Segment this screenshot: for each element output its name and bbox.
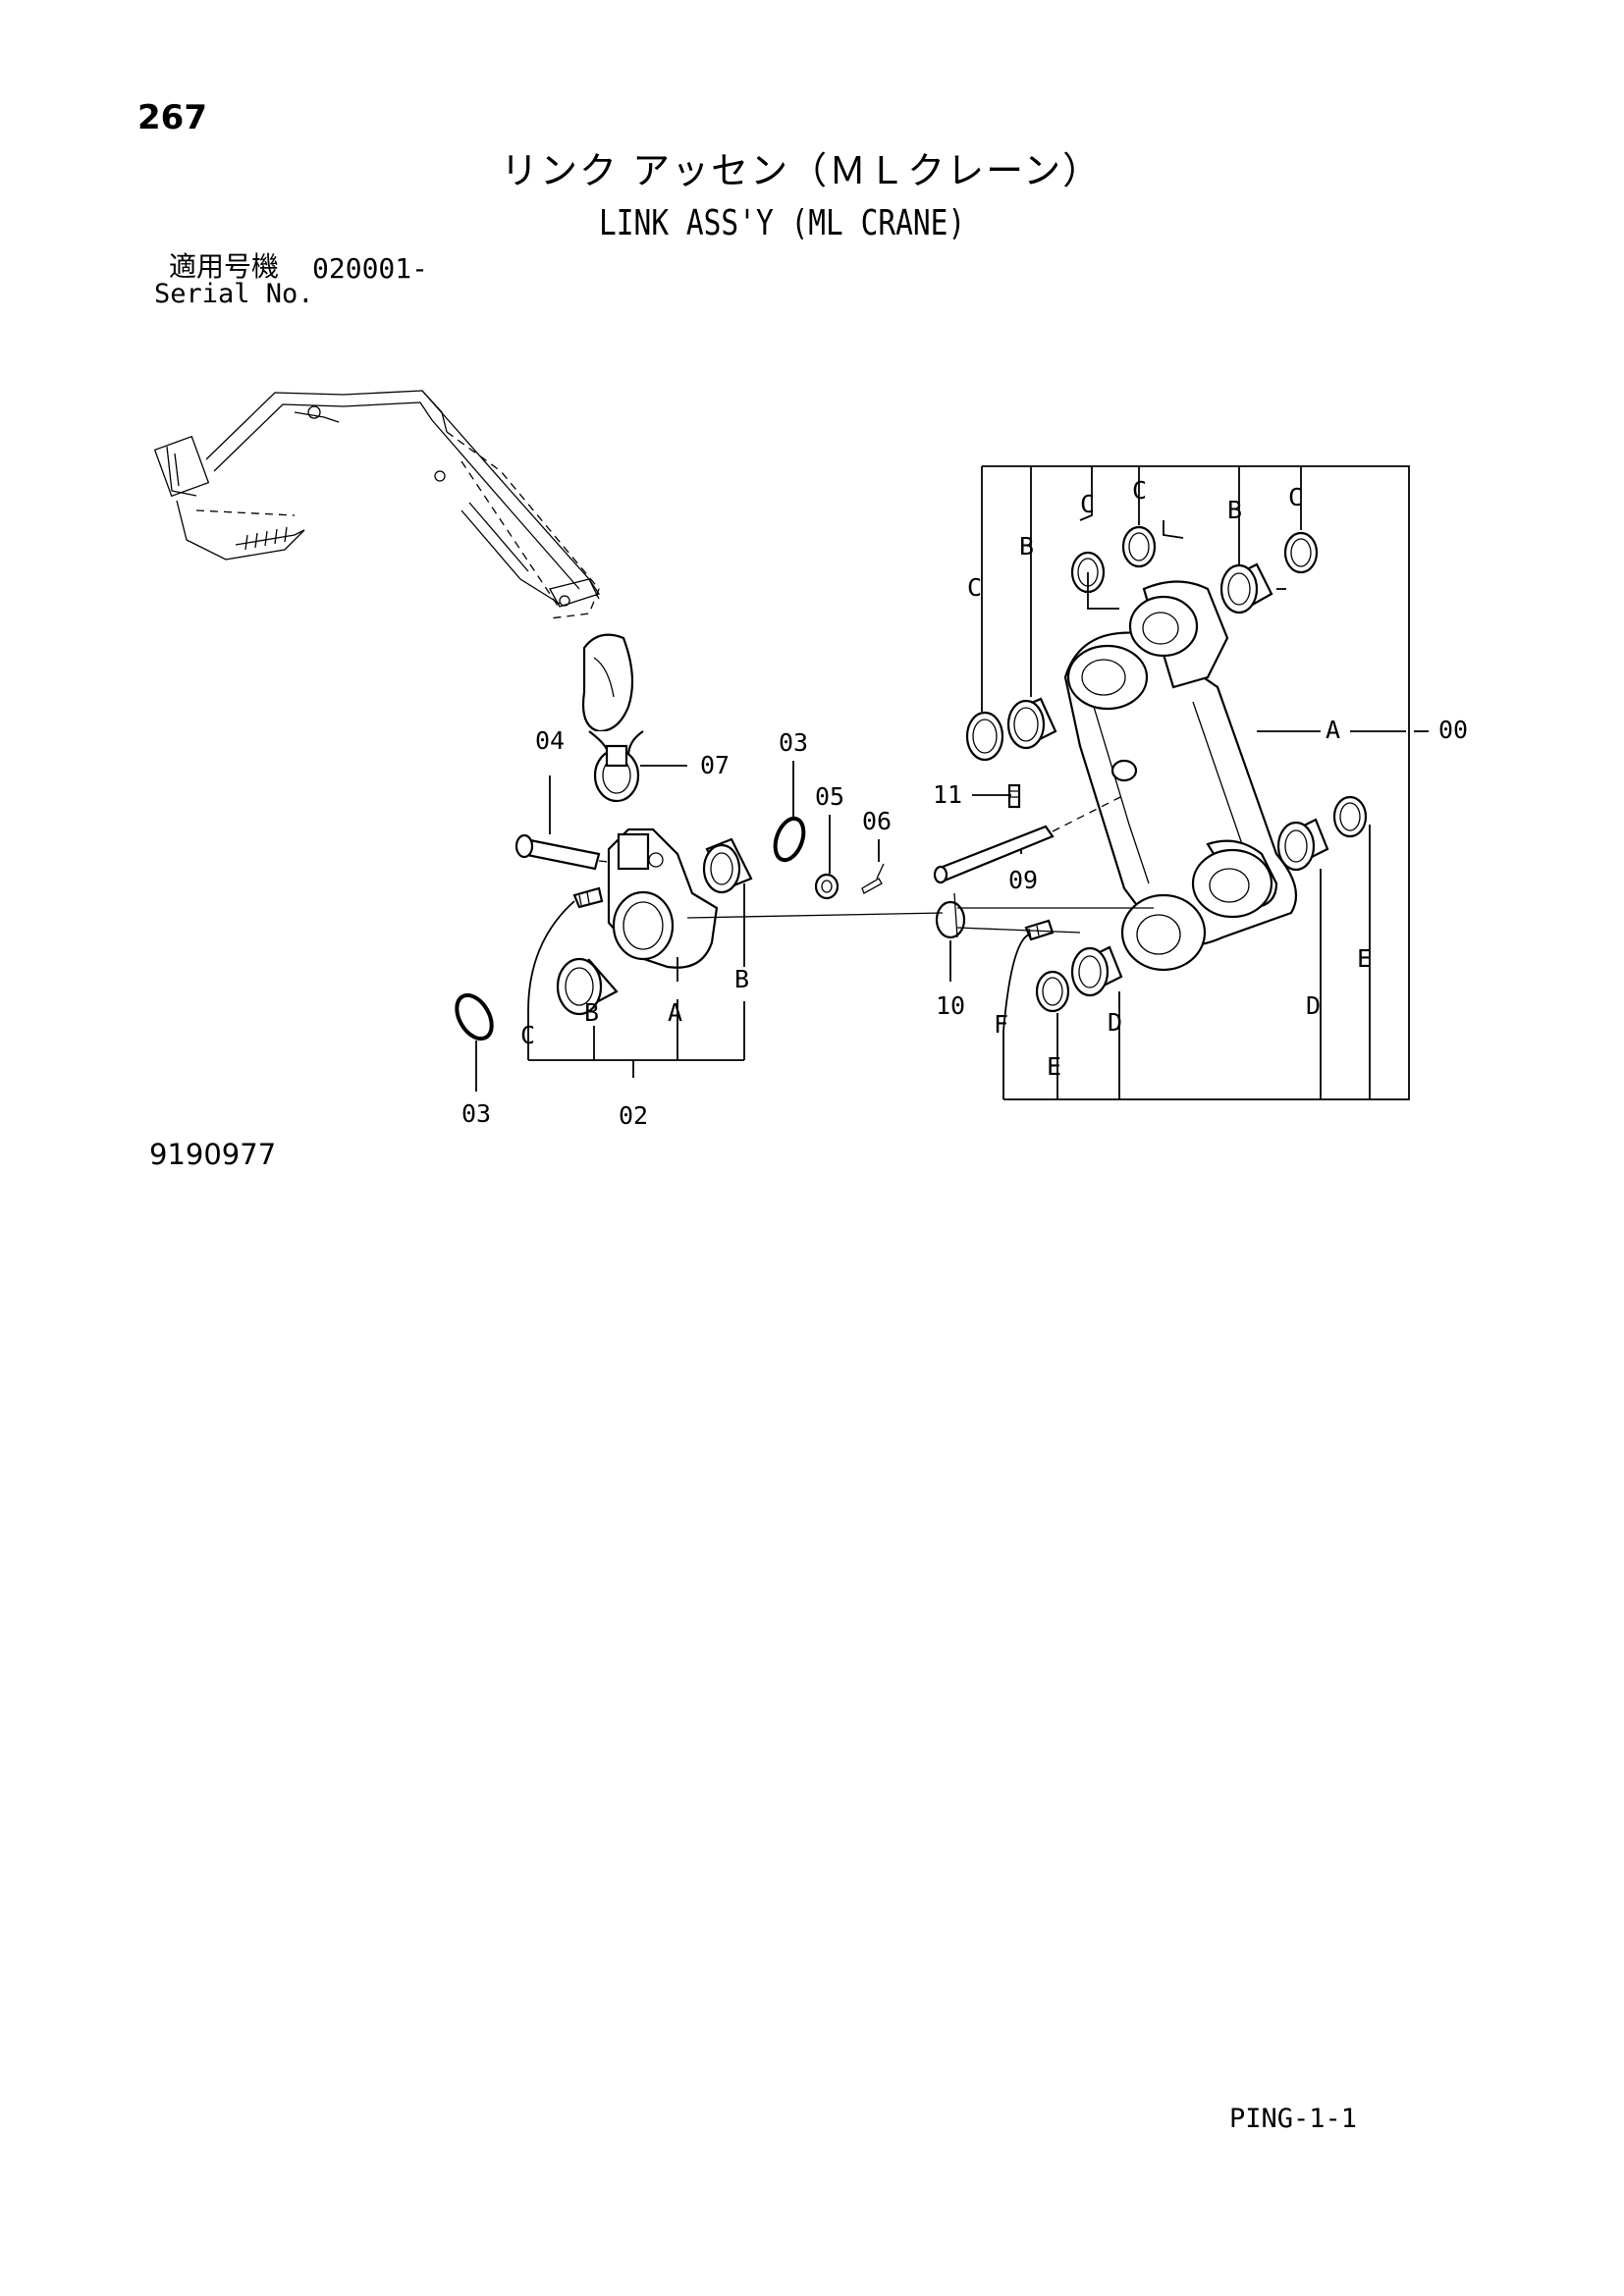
- serial-number-value: 020001-: [312, 252, 429, 285]
- serial-label-english: Serial No.: [154, 279, 314, 309]
- callout-c-small: C: [520, 1021, 535, 1049]
- callout-b-link-2: B: [1227, 496, 1242, 524]
- excavator-overview-sketch: [153, 390, 601, 619]
- pin-09: [933, 794, 1125, 884]
- callout-06: 06: [862, 807, 892, 835]
- hook-07: [581, 633, 644, 803]
- page-title-english: LINK ASS'Y (ML CRANE): [599, 203, 966, 243]
- leader-lines: [475, 465, 1429, 1100]
- lock-ring-10: [935, 892, 966, 939]
- bushing-02-b-lower: [556, 957, 619, 1016]
- bushing-02-b-upper: [702, 837, 753, 894]
- callout-04: 04: [535, 726, 565, 755]
- link-bushings-and-seals: [965, 525, 1368, 1013]
- seal-03-lower: [455, 992, 494, 1041]
- callout-d-link-1: D: [1108, 1008, 1122, 1037]
- callout-03-upper: 03: [779, 728, 808, 757]
- callout-02: 02: [619, 1101, 648, 1130]
- grease-fitting-11: [1007, 783, 1021, 809]
- link-main-body: [1063, 580, 1298, 972]
- callout-d-link-2: D: [1306, 991, 1321, 1020]
- callout-b-link-1: B: [1019, 532, 1034, 561]
- callout-10: 10: [936, 991, 965, 1020]
- page-number: 267: [137, 98, 207, 137]
- callout-b-small-2: B: [734, 965, 749, 993]
- seal-03-upper: [773, 816, 806, 863]
- callout-a-link: A: [1326, 716, 1340, 744]
- serial-label-japanese: 適用号機: [169, 250, 280, 283]
- drawing-number: 9190977: [149, 1138, 277, 1171]
- grease-fitting-02: [572, 886, 604, 909]
- callout-b-small-1: B: [584, 998, 599, 1027]
- washer-05: [814, 873, 839, 900]
- callout-c-link-2: C: [1080, 490, 1095, 518]
- callout-00: 00: [1438, 716, 1468, 744]
- callout-a-small: A: [668, 998, 682, 1027]
- callout-c-link-1: C: [967, 573, 982, 602]
- callout-e-link-1: E: [1047, 1052, 1061, 1081]
- callout-f: F: [994, 1010, 1008, 1039]
- pin-04: [514, 833, 629, 871]
- callout-11: 11: [933, 780, 962, 809]
- link-body-02: [607, 828, 719, 969]
- cotter-pin-06: [861, 863, 885, 894]
- callout-c-link-4: C: [1288, 483, 1303, 511]
- callout-07: 07: [700, 751, 730, 779]
- page-title-japanese: リンク アッセン（ＭＬクレーン）: [501, 149, 1103, 192]
- callout-05: 05: [815, 782, 844, 811]
- callout-09: 09: [1008, 866, 1038, 894]
- callout-03-lower: 03: [461, 1099, 491, 1128]
- sheet-code: PING-1-1: [1229, 2104, 1358, 2134]
- callout-e-link-2: E: [1357, 944, 1372, 973]
- grease-fitting-f: [1024, 919, 1055, 941]
- callout-c-link-3: C: [1132, 476, 1147, 505]
